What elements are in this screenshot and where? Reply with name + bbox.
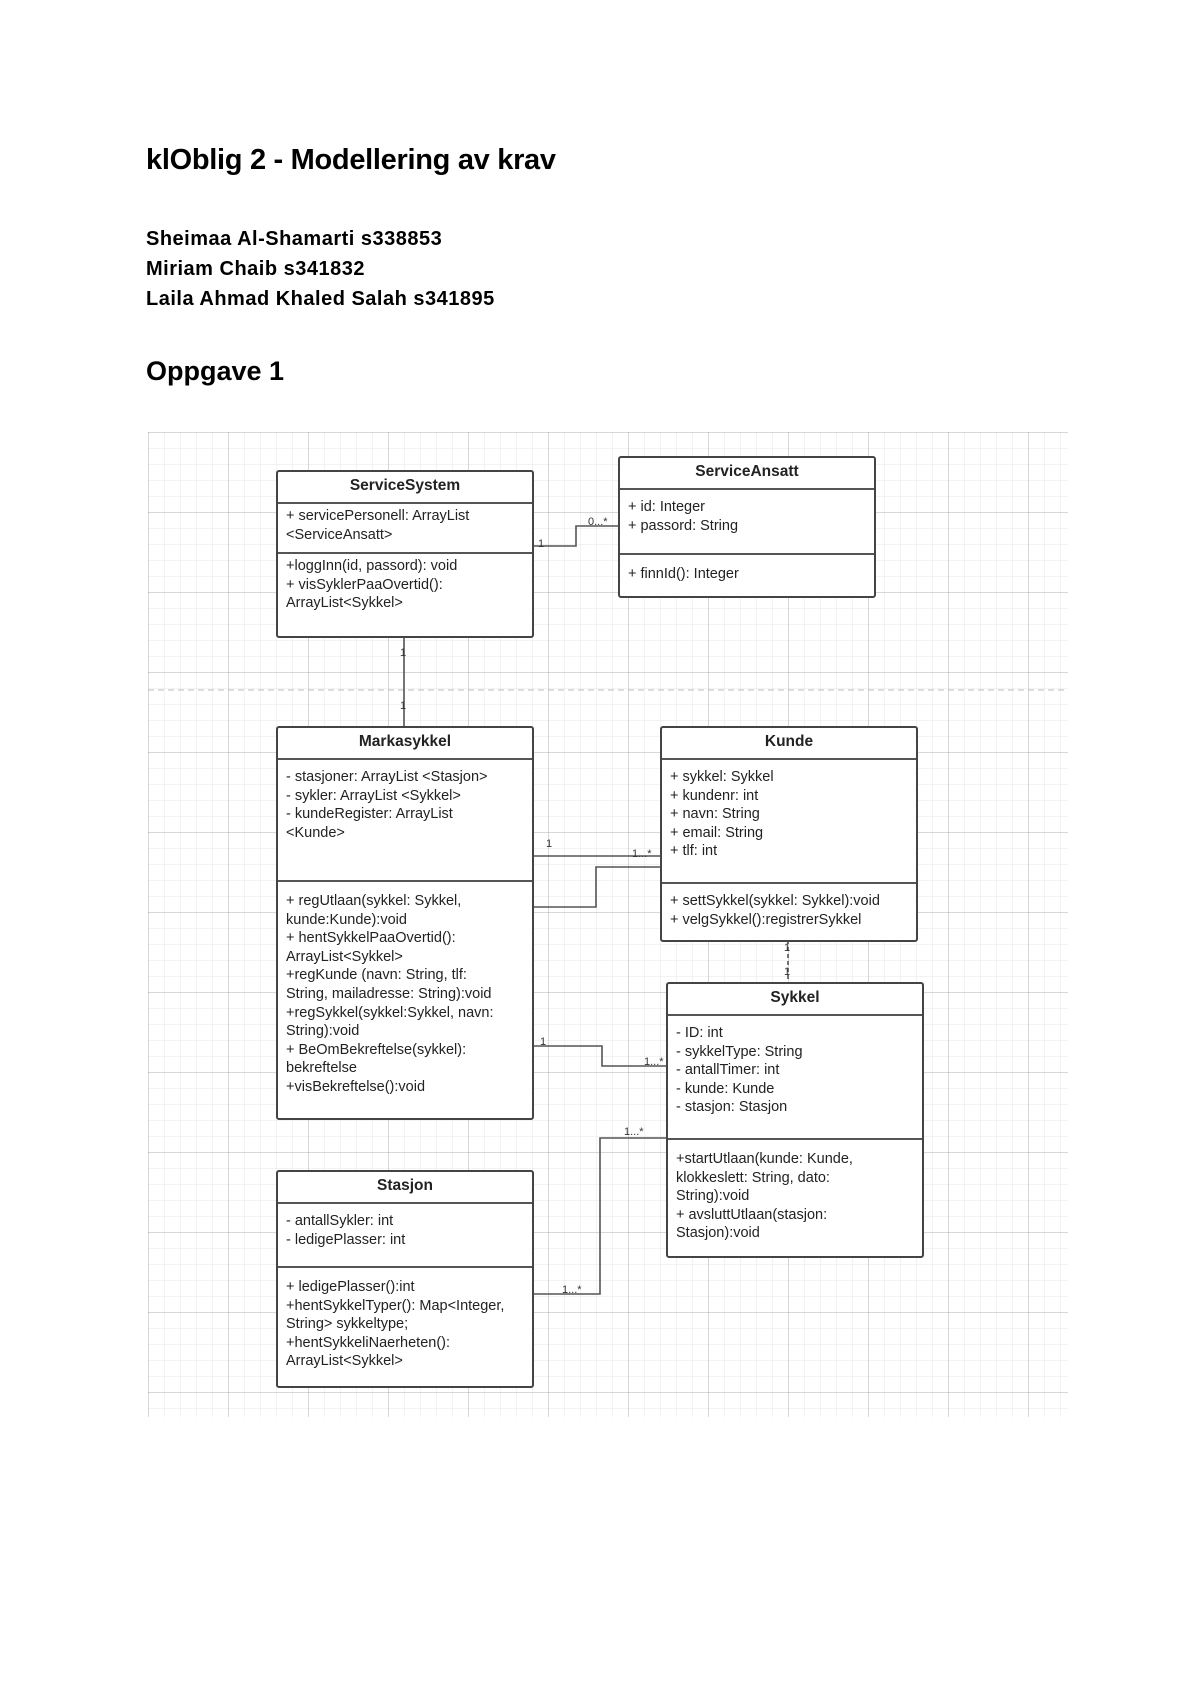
author-line: Laila Ahmad Khaled Salah s341895 (146, 288, 495, 310)
class-stasjon: Stasjon - antallSykler: int - ledigePlas… (276, 1170, 534, 1388)
class-name: ServiceSystem (278, 472, 532, 504)
class-methods: +loggInn(id, passord): void + visSyklerP… (286, 558, 458, 612)
author-line: Sheimaa Al-Shamarti s338853 (146, 228, 443, 250)
class-markasykkel: Markasykkel - stasjoner: ArrayList <Stas… (276, 726, 534, 1120)
class-kunde: Kunde + sykkel: Sykkel + kundenr: int + … (660, 726, 918, 942)
author-line: Miriam Chaib s341832 (146, 258, 365, 280)
class-name: Sykkel (668, 984, 922, 1016)
multiplicity-label: 1...* (562, 1284, 582, 1296)
class-methods: + settSykkel(sykkel: Sykkel):void + velg… (670, 893, 880, 928)
class-name: Stasjon (278, 1172, 532, 1204)
class-attributes: - ID: int - sykkelType: String - antallT… (668, 1016, 922, 1140)
class-attributes: + servicePersonell: ArrayList <ServiceAn… (278, 504, 532, 554)
class-attributes: - stasjoner: ArrayList <Stasjon> - sykle… (278, 760, 532, 882)
multiplicity-label: 1 (540, 1036, 547, 1048)
class-name: Kunde (662, 728, 916, 760)
class-methods: +startUtlaan(kunde: Kunde, klokkeslett: … (676, 1151, 853, 1242)
multiplicity-label: 0...* (588, 516, 608, 528)
association-ss-sa (534, 525, 618, 547)
multiplicity-label: 1...* (644, 1056, 664, 1068)
multiplicity-label: 1 (784, 942, 791, 954)
class-attributes: + id: Integer + passord: String (620, 490, 874, 555)
multiplicity-label: 1 (546, 838, 553, 850)
class-methods: + ledigePlasser():int +hentSykkelTyper()… (286, 1279, 505, 1370)
multiplicity-label: 1 (400, 700, 407, 712)
multiplicity-label: 1 (400, 647, 407, 659)
association-lines (148, 525, 1068, 1295)
section-heading: Oppgave 1 (146, 356, 285, 386)
class-name: ServiceAnsatt (620, 458, 874, 490)
multiplicity-label: 1...* (624, 1126, 644, 1138)
association-mk-kunde-2 (534, 866, 660, 908)
document-title: klOblig 2 - Modellering av krav (146, 144, 556, 176)
uml-class-diagram: 1 0...* 1 1 1 1...* 1 1 1 1...* 1...* 1.… (148, 432, 1068, 1417)
class-attributes: - antallSykler: int - ledigePlasser: int (278, 1204, 532, 1268)
multiplicity-label: 1 (538, 538, 545, 550)
association-mk-sykkel (534, 1045, 666, 1067)
class-methods: + finnId(): Integer (628, 566, 739, 582)
multiplicity-label: 1...* (632, 848, 652, 860)
association-stasjon-sykkel (534, 1137, 666, 1295)
class-methods: + regUtlaan(sykkel: Sykkel, kunde:Kunde)… (286, 893, 494, 1095)
class-name: Markasykkel (278, 728, 532, 760)
class-serviceansatt: ServiceAnsatt + id: Integer + passord: S… (618, 456, 876, 598)
class-servicesystem: ServiceSystem + servicePersonell: ArrayL… (276, 470, 534, 638)
class-attributes: + sykkel: Sykkel + kundenr: int + navn: … (662, 760, 916, 884)
class-sykkel: Sykkel - ID: int - sykkelType: String - … (666, 982, 924, 1258)
multiplicity-label: 1 (784, 966, 791, 978)
